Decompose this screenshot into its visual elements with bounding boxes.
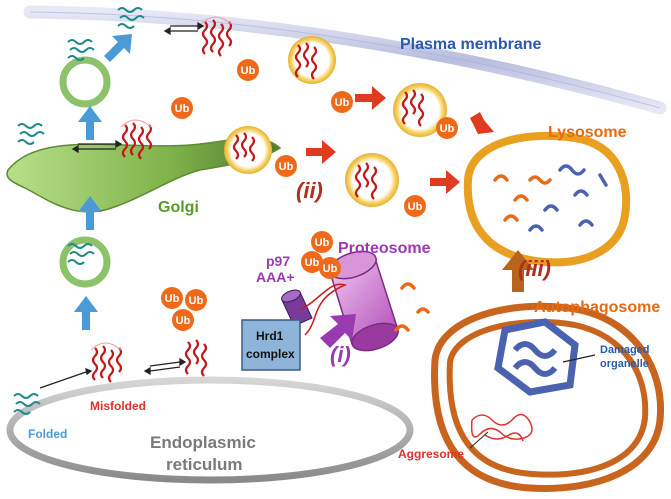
peptide-fragments (394, 282, 430, 332)
er-label-line2: reticulum (166, 455, 243, 474)
proteosome-label: Proteosome (338, 240, 431, 257)
ub-tag: Ub (331, 91, 353, 113)
svg-text:Ub: Ub (279, 161, 294, 173)
ub-tag: Ub (275, 155, 297, 177)
ub-tag: Ub (161, 287, 183, 309)
equilibrium-arrows (39, 21, 205, 389)
folded-proteins (13, 7, 145, 415)
purple-arrow (320, 314, 356, 348)
svg-text:Ub: Ub (323, 263, 338, 275)
svg-text:Ub: Ub (408, 201, 423, 213)
hrd1-complex (241, 319, 301, 371)
lysosome-fragments (493, 164, 608, 232)
damaged-organelle-label-2: organelle (600, 358, 649, 370)
svg-text:Ub: Ub (175, 103, 190, 115)
aaa-label: AAA+ (256, 269, 295, 285)
svg-text:Ub: Ub (165, 293, 180, 305)
ub-tag: Ub (319, 257, 341, 279)
ub-tag: Ub (237, 59, 259, 81)
pathway-i-label: (i) (330, 342, 351, 367)
lysosome (463, 131, 631, 267)
pathway-ii-label: (ii) (296, 178, 323, 203)
hrd1-label-line2: complex (246, 347, 295, 361)
ub-tag: Ub (301, 251, 323, 273)
hrd1-label-line1: Hrd1 (256, 329, 284, 343)
autophagosome (431, 302, 665, 492)
ub-tag: Ub (172, 309, 194, 331)
svg-text:Ub: Ub (315, 237, 330, 249)
svg-text:Ub: Ub (335, 97, 350, 109)
golgi-label: Golgi (158, 199, 199, 216)
svg-text:Ub: Ub (176, 315, 191, 327)
protein-bundles (90, 16, 425, 383)
aggresome-label: Aggresome (398, 447, 465, 461)
svg-text:Ub: Ub (440, 123, 455, 135)
lysosome-label: Lysosome (548, 124, 627, 141)
p97-label: p97 (266, 253, 291, 269)
ub-tag: Ub (436, 117, 458, 139)
blue-arrows (74, 34, 132, 330)
aggresome (470, 413, 533, 442)
ub-tag: Ub (311, 231, 333, 253)
red-arrows (306, 86, 494, 194)
damaged-organelle-label-1: Damaged (600, 344, 650, 356)
p97-complex (281, 289, 313, 327)
folded-label: Folded (28, 427, 68, 441)
svg-text:Ub: Ub (241, 65, 256, 77)
brown-arrow (502, 250, 534, 292)
autophagosome-label: Autophagosome (534, 299, 661, 316)
svg-text:Ub: Ub (189, 295, 204, 307)
ub-tag: Ub (171, 97, 193, 119)
vesicle-green-1 (59, 236, 111, 288)
ub-tag: Ub (404, 195, 426, 217)
plasma-membrane-label: Plasma membrane (400, 36, 542, 53)
er-label-line1: Endoplasmic (150, 433, 256, 452)
damaged-organelle (494, 318, 579, 396)
svg-text:Ub: Ub (305, 257, 320, 269)
ub-tag: Ub (185, 289, 207, 311)
misfolded-label: Misfolded (90, 399, 146, 413)
ubiquitin-tags: Ub Ub Ub Ub Ub Ub Ub Ub Ub Ub Ub Ub (161, 59, 458, 331)
vesicle-yellow-2 (224, 126, 272, 174)
vesicle-green-2 (59, 56, 111, 108)
er-membrane (6, 376, 414, 484)
pathway-iii-label: (iii) (518, 256, 551, 281)
